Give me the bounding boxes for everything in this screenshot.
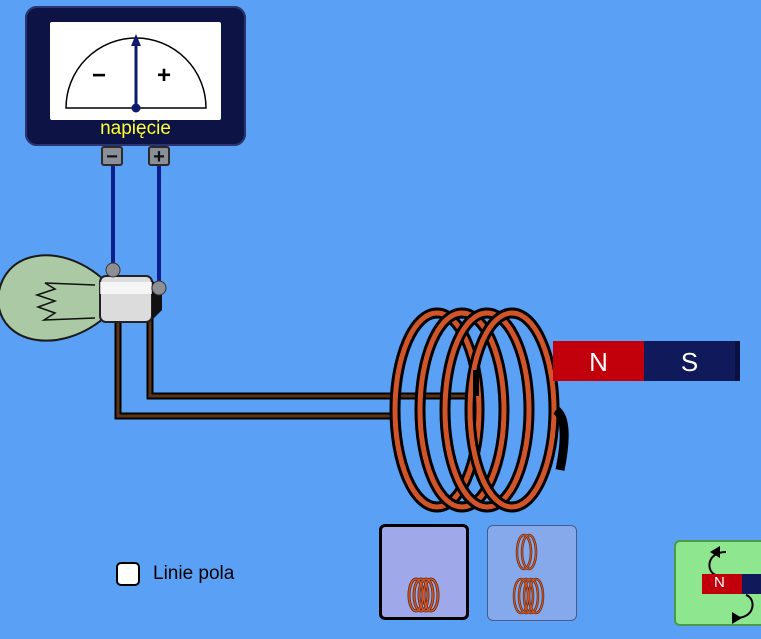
meter-minus-sign: − <box>92 62 107 89</box>
one-coil-button[interactable] <box>379 524 469 620</box>
terminal-plus[interactable]: + <box>148 146 170 167</box>
meter-face: − + <box>50 22 221 120</box>
wire-lower <box>114 320 395 420</box>
light-bulb <box>0 254 167 342</box>
meter-dial <box>65 34 207 113</box>
voltmeter-label: napięcie <box>100 118 171 139</box>
bar-magnet[interactable]: N S <box>553 341 740 381</box>
two-coils-button[interactable] <box>487 525 577 621</box>
coil <box>389 307 569 513</box>
two-coils-icon <box>512 533 545 615</box>
voltmeter: − + napięcie <box>25 6 246 146</box>
flip-magnet-icon <box>702 546 761 624</box>
terminal-minus[interactable]: − <box>101 146 123 167</box>
magnet-north-pole: N <box>553 341 644 381</box>
flip-magnet-button[interactable]: N <box>674 540 761 626</box>
field-lines-label[interactable]: Linie pola <box>153 563 235 584</box>
magnet-south-pole: S <box>644 341 735 381</box>
one-coil-icon <box>407 577 440 613</box>
field-lines-checkbox[interactable] <box>116 562 140 586</box>
meter-plus-sign: + <box>157 62 172 89</box>
flip-magnet-n-label: N <box>714 574 725 591</box>
magnet-edge <box>735 341 740 381</box>
